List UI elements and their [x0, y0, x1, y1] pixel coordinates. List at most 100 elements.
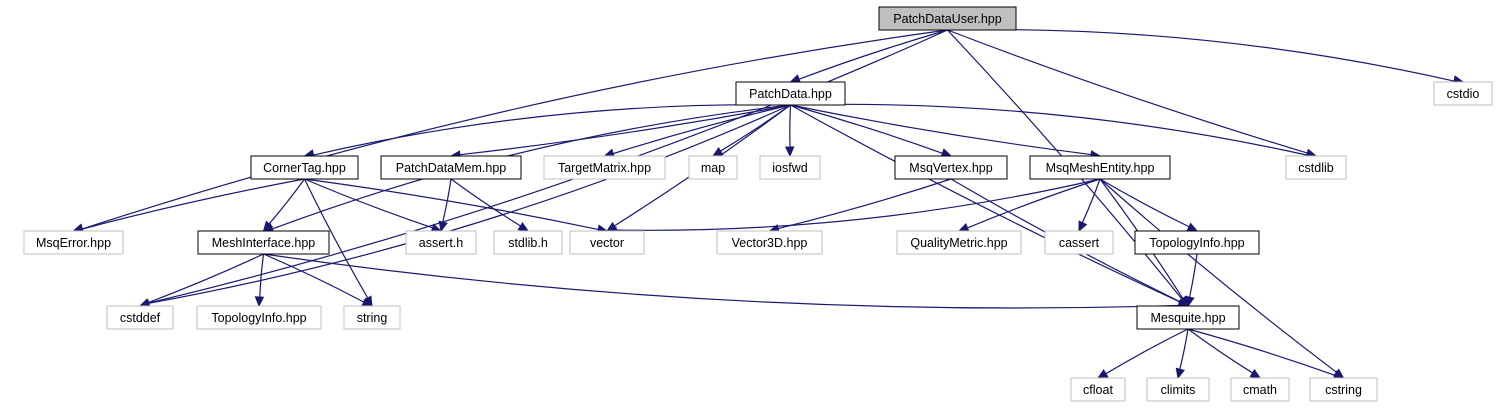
edge-line	[778, 178, 952, 230]
edge-MeshInterface-to-cstddef	[138, 253, 264, 308]
node-box	[543, 155, 666, 180]
node-box	[493, 230, 563, 255]
arrowhead	[1249, 368, 1262, 379]
edge-PatchDataUser-to-PatchData	[789, 29, 948, 84]
node-PatchDataUser: PatchDataUser.hpp	[878, 6, 1017, 31]
edge-line	[790, 103, 1308, 156]
node-label: iosfwd	[772, 161, 807, 175]
node-box	[1230, 377, 1290, 402]
arrowhead	[784, 146, 795, 158]
edge-PatchDataUser-to-MsqError	[72, 29, 948, 233]
node-box	[405, 230, 477, 255]
node-box	[735, 81, 846, 106]
edge-PatchDataMem-to-assert_h	[438, 178, 452, 233]
node-label: string	[357, 311, 388, 325]
edge-line	[263, 253, 1180, 309]
edge-line	[148, 104, 791, 304]
node-MsqMeshEntity[interactable]: MsqMeshEntity.hpp	[1029, 155, 1171, 180]
node-box	[1029, 155, 1171, 180]
node-label: CornerTag.hpp	[263, 161, 346, 175]
node-CornerTag[interactable]: CornerTag.hpp	[250, 155, 359, 180]
node-box	[1309, 377, 1378, 402]
edge-line	[1187, 328, 1253, 374]
node-label: PatchData.hpp	[749, 87, 832, 101]
node-PatchData[interactable]: PatchData.hpp	[735, 81, 846, 106]
node-box	[1044, 230, 1114, 255]
node-label: cstring	[1325, 383, 1362, 397]
node-label: climits	[1161, 383, 1196, 397]
edge-line	[1081, 178, 1101, 223]
node-TargetMatrix: TargetMatrix.hpp	[543, 155, 666, 180]
node-label: TopologyInfo.hpp	[1149, 236, 1244, 250]
edge-MeshInterface-to-TopologyInfo_ext	[254, 253, 265, 308]
node-box	[343, 305, 401, 330]
node-box	[106, 305, 174, 330]
node-label: cstdio	[1447, 87, 1480, 101]
edge-line	[259, 253, 265, 298]
edge-TopologyInfo_doc-to-Mesquite	[1185, 253, 1198, 308]
node-PatchDataMem[interactable]: PatchDataMem.hpp	[380, 155, 522, 180]
node-label: MsqMeshEntity.hpp	[1046, 161, 1155, 175]
node-label: Mesquite.hpp	[1150, 311, 1225, 325]
node-MsqVertex[interactable]: MsqVertex.hpp	[894, 155, 1008, 180]
node-label: TopologyInfo.hpp	[211, 311, 306, 325]
edge-line	[1188, 253, 1198, 298]
edge-line	[82, 178, 305, 230]
edge-PatchData-to-TargetMatrix	[603, 104, 791, 158]
node-label: assert.h	[419, 236, 464, 250]
node-label: TargetMatrix.hpp	[558, 161, 651, 175]
node-Mesquite[interactable]: Mesquite.hpp	[1136, 305, 1240, 330]
edge-line	[459, 104, 791, 156]
edge-line	[263, 253, 365, 303]
node-box	[196, 305, 322, 330]
arrowhead	[789, 74, 802, 84]
edge-MsqMeshEntity-to-QualityMetric	[957, 178, 1101, 232]
node-label: cassert	[1059, 236, 1100, 250]
node-climits: climits	[1146, 377, 1210, 402]
edge-line	[1105, 328, 1189, 375]
edge-PatchData-to-iosfwd	[784, 104, 795, 158]
node-box	[1285, 155, 1347, 180]
edge-MsqMeshEntity-to-TopologyInfo_doc	[1099, 178, 1199, 232]
node-map: map	[688, 155, 738, 180]
edge-CornerTag-to-MeshInterface	[262, 178, 305, 232]
edge-line	[304, 178, 433, 229]
edge-line	[947, 28, 1455, 82]
node-box	[688, 155, 738, 180]
node-label: MeshInterface.hpp	[212, 236, 316, 250]
arrowhead	[517, 221, 530, 232]
node-TopologyInfo_doc[interactable]: TopologyInfo.hpp	[1134, 230, 1260, 255]
edge-Mesquite-to-cfloat	[1096, 328, 1189, 379]
node-box	[569, 230, 645, 255]
edge-line	[450, 178, 521, 227]
edge-MsqMeshEntity-to-cassert	[1078, 178, 1101, 233]
node-box	[23, 230, 124, 255]
edge-Mesquite-to-cmath	[1187, 328, 1262, 379]
node-MeshInterface[interactable]: MeshInterface.hpp	[197, 230, 330, 255]
edge-MsqMeshEntity-to-vector	[605, 178, 1101, 236]
edge-line	[303, 178, 369, 299]
edge-CornerTag-to-assert_h	[304, 178, 443, 233]
arrowhead	[262, 220, 274, 232]
edge-line	[1099, 178, 1190, 228]
node-label: MsqError.hpp	[36, 236, 111, 250]
edge-Mesquite-to-cstring	[1187, 328, 1345, 380]
node-box	[896, 230, 1022, 255]
node-label: Vector3D.hpp	[732, 236, 808, 250]
arrowhead	[1175, 367, 1185, 380]
edge-line	[148, 253, 264, 304]
node-label: PatchDataUser.hpp	[893, 12, 1001, 26]
edge-PatchDataUser-to-cstdio	[947, 28, 1465, 85]
edge-MsqMeshEntity-to-cstring	[1099, 178, 1345, 379]
edge-line	[272, 104, 791, 230]
node-box	[380, 155, 522, 180]
node-label: MsqVertex.hpp	[909, 161, 992, 175]
arrowhead	[1186, 222, 1199, 232]
edge-line	[82, 29, 948, 230]
edge-line	[790, 104, 943, 154]
node-QualityMetric: QualityMetric.hpp	[896, 230, 1022, 255]
node-label: cfloat	[1083, 383, 1113, 397]
node-box	[1146, 377, 1210, 402]
